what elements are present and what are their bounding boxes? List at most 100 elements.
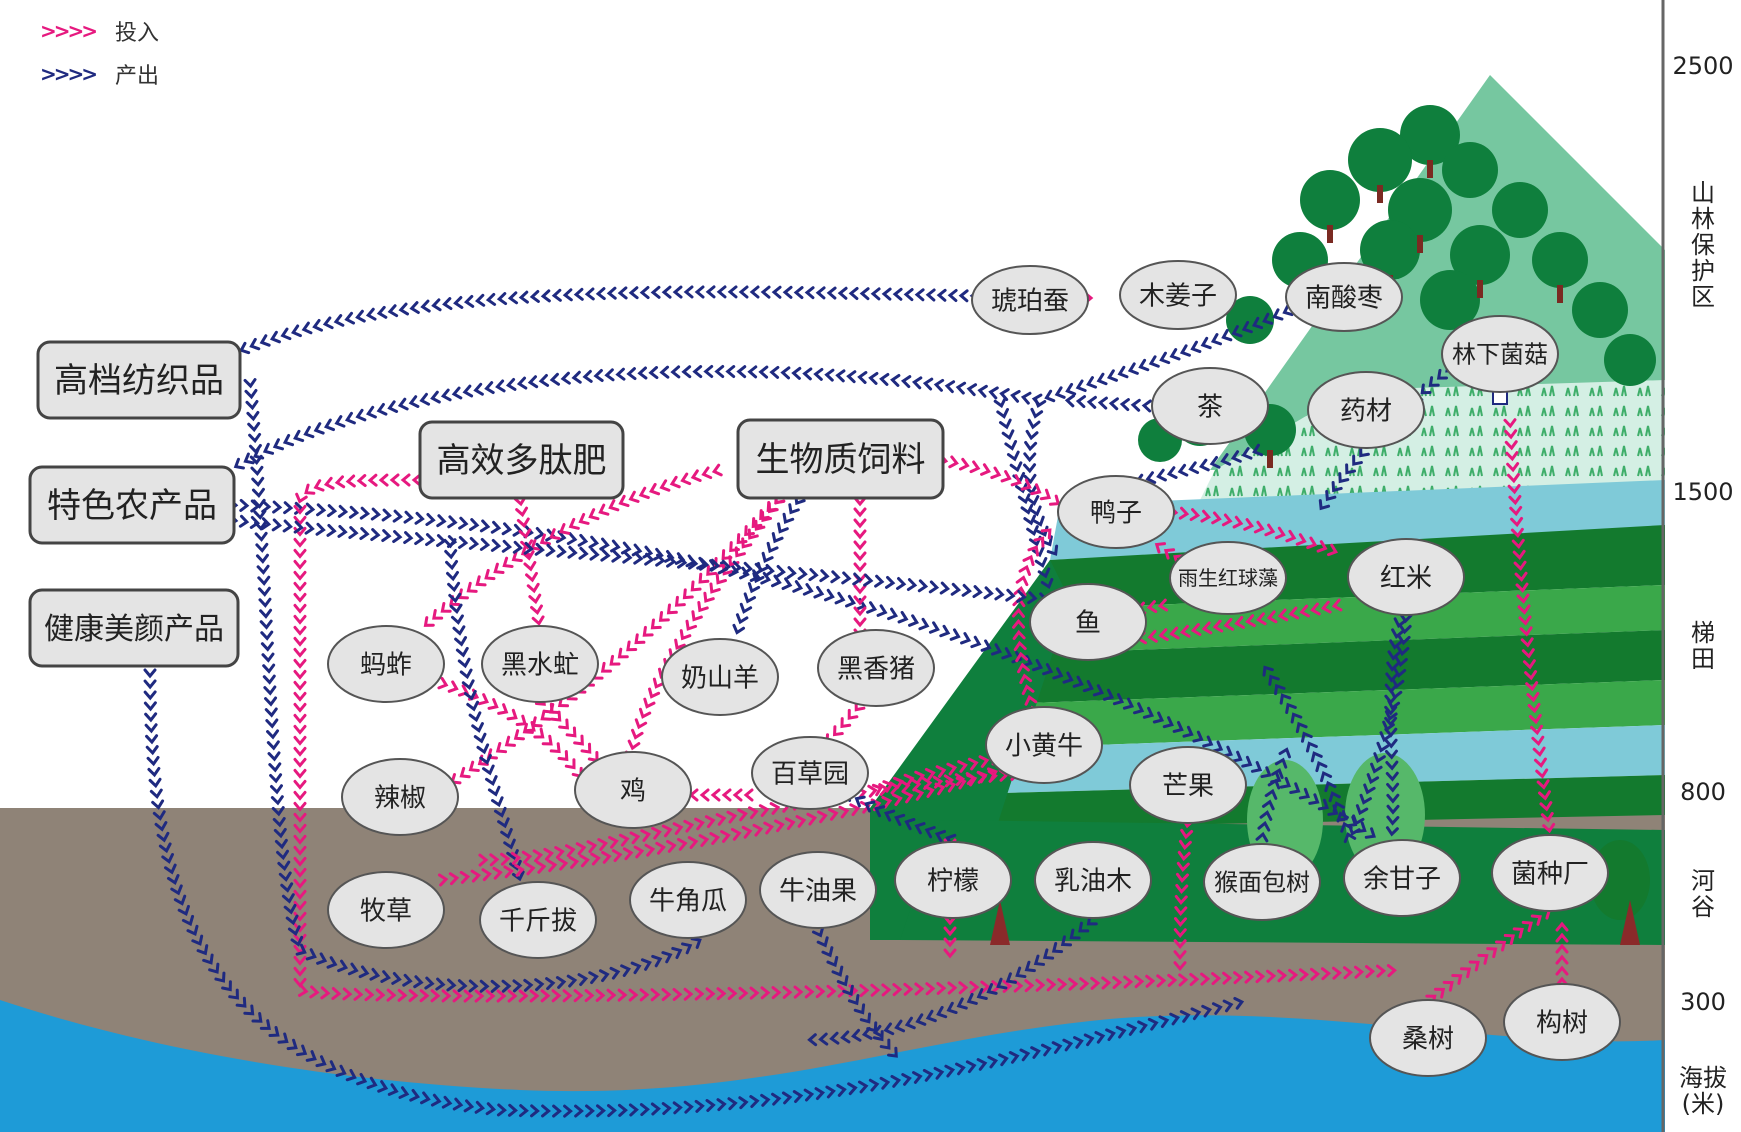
node-ellipse (1347, 538, 1465, 616)
node-ellipse (817, 629, 935, 707)
node-ellipse (1343, 839, 1461, 917)
zone-label-valley: 河谷 (1691, 867, 1715, 921)
legend-input-label: 投入 (115, 21, 160, 46)
node-label: 构树 (1536, 1008, 1588, 1038)
output-flow (811, 926, 898, 1058)
node-ellipse (1307, 371, 1425, 449)
ecosystem-node-29: 桑树 (1369, 999, 1487, 1077)
forest-trees (1138, 105, 1656, 462)
node-label: 鱼 (1075, 608, 1101, 638)
terrace-4 (950, 680, 1665, 750)
node-ellipse (1057, 475, 1175, 549)
input-flow (1555, 921, 1569, 987)
ecosystem-node-2: 木姜子 (1119, 260, 1237, 330)
node-label: 菌种厂 (1511, 859, 1589, 889)
ecosystem-node-8: 雨生红球藻 (1169, 541, 1287, 615)
node-ellipse (629, 861, 747, 939)
output-flow (228, 285, 980, 359)
output-arrow-icon: >>>> (40, 62, 98, 86)
input-flow (513, 495, 545, 626)
input-node-2-box (736, 418, 945, 500)
node-label: 小黄牛 (1005, 731, 1083, 761)
node-label: 木姜子 (1139, 281, 1217, 311)
ecosystem-node-16: 芒果 (1129, 746, 1247, 824)
input-node-2: 生物质饲料 (736, 418, 945, 500)
node-label: 千斤拔 (499, 906, 577, 936)
output-flow (227, 513, 1049, 606)
node-label: 南酸枣 (1305, 283, 1383, 313)
node-ellipse (479, 881, 597, 959)
product-node-2-label: 特色农产品 (47, 486, 217, 526)
node-ellipse (1441, 315, 1559, 393)
ecosystem-node-17: 辣椒 (341, 758, 459, 836)
product-node-3-label: 健康美颜产品 (44, 612, 224, 647)
product-node-1-label: 高档纺织品 (54, 361, 224, 401)
ecosystem-node-6: 药材 (1307, 371, 1425, 449)
node-label: 药材 (1340, 396, 1392, 426)
node-label: 桑树 (1402, 1024, 1454, 1054)
node-label: 红米 (1380, 563, 1432, 593)
node-label: 柠檬 (927, 866, 979, 896)
input-flow (853, 496, 867, 639)
ecosystem-node-13: 奶山羊 (661, 638, 779, 716)
ecosystem-node-24: 柠檬 (894, 841, 1012, 919)
node-ellipse (574, 751, 692, 829)
zone-label-forest: 山林保护区 (1691, 179, 1715, 311)
input-node-1: 高效多肽肥 (418, 420, 625, 500)
node-label: 牧草 (360, 896, 412, 926)
node-ellipse (327, 625, 445, 703)
altitude-tick-800: 800 (1680, 778, 1726, 806)
node-label: 蚂蚱 (360, 650, 412, 680)
output-flow (1262, 665, 1357, 844)
node-ellipse (759, 851, 877, 929)
output-flow (1384, 617, 1407, 837)
ecosystem-node-7: 鸭子 (1057, 475, 1175, 549)
ecosystem-node-26: 猴面包树 (1203, 843, 1321, 921)
input-node-2-label: 生物质饲料 (756, 440, 926, 480)
node-label: 百草园 (771, 759, 849, 789)
ecosystem-node-12: 黑水虻 (481, 625, 599, 703)
output-flow (807, 914, 1098, 1047)
node-label: 奶山羊 (681, 663, 759, 693)
node-ellipse (985, 706, 1103, 784)
product-node-1: 高档纺织品 (36, 340, 242, 420)
input-flow (1136, 598, 1343, 645)
product-node-3-box (28, 588, 240, 668)
legend-output-label: 产出 (115, 64, 160, 89)
ecosystem-node-25: 乳油木 (1034, 841, 1152, 919)
node-ellipse (1169, 541, 1287, 615)
node-ellipse (661, 638, 779, 716)
node-label: 辣椒 (374, 783, 426, 813)
node-ellipse (481, 625, 599, 703)
output-flow (1023, 396, 1059, 556)
node-ellipse (1369, 999, 1487, 1077)
node-ellipse (751, 736, 869, 810)
node-label: 牛角瓜 (649, 886, 727, 916)
altitude-tick-300: 300 (1680, 988, 1726, 1016)
output-flow (233, 364, 1043, 470)
altitude-tick-2500: 2500 (1672, 52, 1734, 80)
output-flow (243, 378, 702, 993)
ecosystem-node-15: 小黄牛 (985, 706, 1103, 784)
node-label: 林下菌菇 (1452, 341, 1548, 369)
output-flow (1044, 303, 1294, 403)
input-flow (688, 788, 754, 802)
input-arrow-icon: >>>> (40, 19, 98, 43)
ecosystem-node-11: 蚂蚱 (327, 625, 445, 703)
ecosystem-node-3: 南酸枣 (1285, 262, 1403, 332)
ecosystem-node-1: 琥珀蚕 (971, 265, 1089, 335)
node-ellipse (1503, 983, 1621, 1061)
output-flow (228, 498, 1376, 839)
output-flow (443, 538, 525, 882)
output-flow (1348, 613, 1413, 836)
legend-input: >>>> 投入 (40, 15, 159, 47)
node-label: 余甘子 (1363, 864, 1441, 894)
node-label: 乳油木 (1054, 866, 1132, 896)
node-ellipse (1029, 583, 1147, 661)
node-label: 芒果 (1162, 771, 1214, 801)
altitude-tick-1500: 1500 (1672, 478, 1734, 506)
output-flow (993, 397, 1054, 589)
product-node-2-box (28, 465, 236, 545)
